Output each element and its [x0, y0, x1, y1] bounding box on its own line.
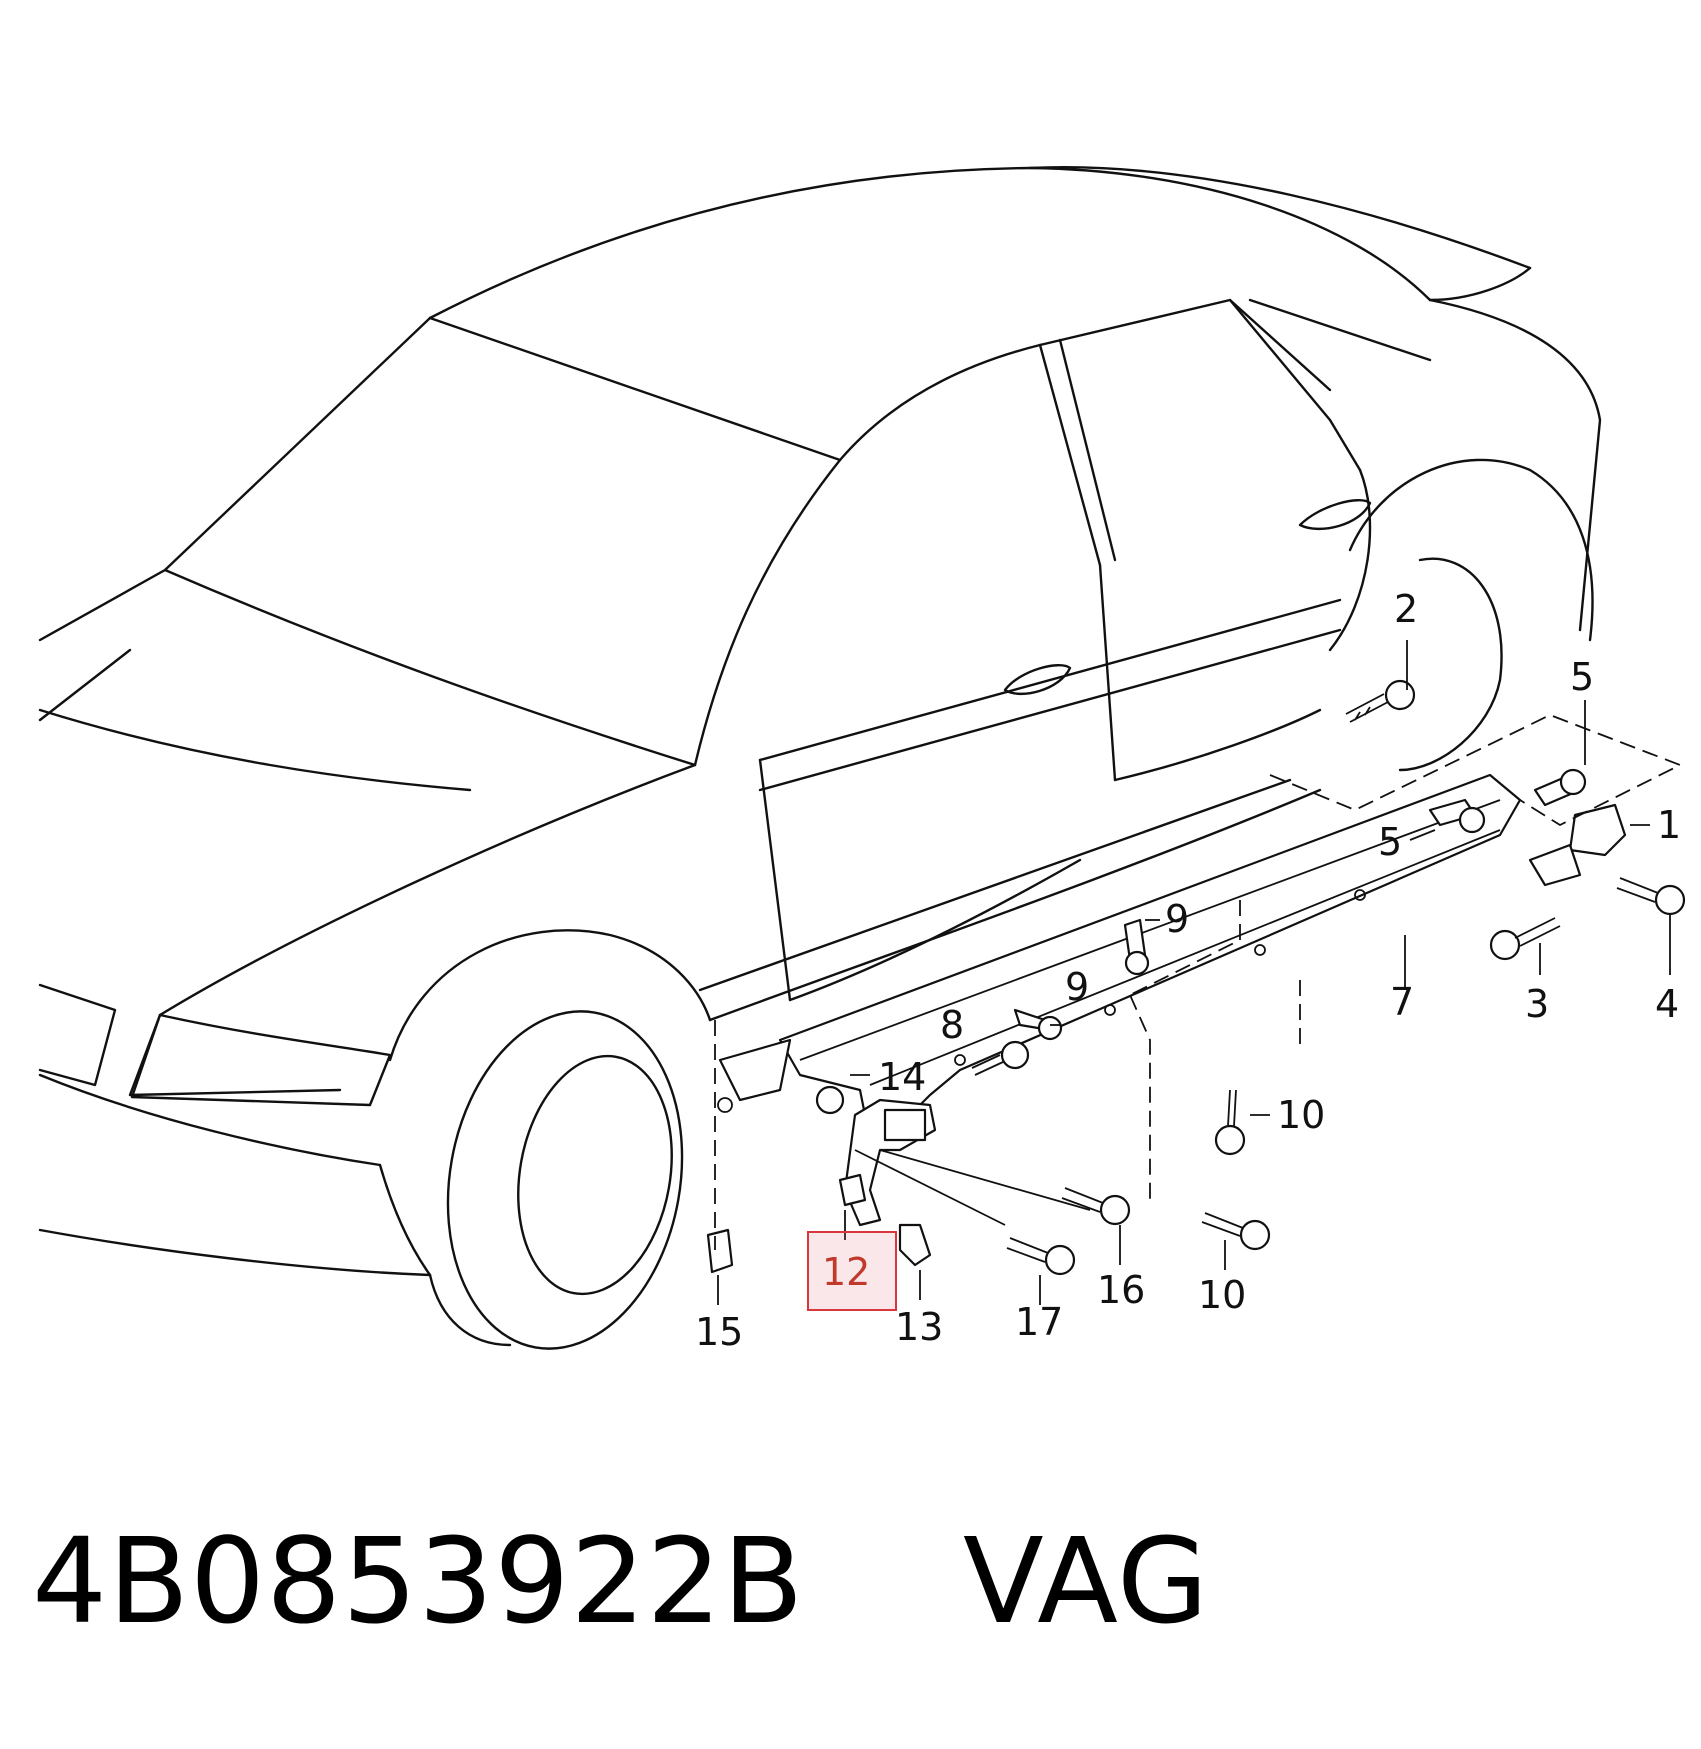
clip-part-9-lower	[1013, 1008, 1063, 1041]
callout-4: 4	[1655, 982, 1679, 1026]
callout-1: 1	[1657, 803, 1681, 847]
front-end-cap	[717, 1038, 792, 1113]
callout-labels: 1 2 3 4 5 5 7 8 9 9 10 10 12 13 14 15 16…	[695, 587, 1681, 1354]
rear-end-cap-part-1	[1528, 803, 1627, 887]
side-skirt-trim	[778, 773, 1522, 1122]
clip-part-14	[815, 1085, 845, 1115]
screw-part-4	[1616, 877, 1686, 916]
callout-9-upper: 9	[1165, 897, 1189, 941]
callout-2: 2	[1394, 587, 1418, 631]
car-body-outline	[38, 166, 1602, 1350]
callout-16: 16	[1097, 1268, 1145, 1312]
callout-8: 8	[940, 1003, 964, 1047]
highlight-box-part-12	[807, 1231, 897, 1311]
clip-part-8	[971, 1040, 1030, 1076]
callout-10-upper: 10	[1277, 1093, 1325, 1137]
callout-12: 12	[822, 1250, 870, 1294]
part-number: 4B0853922B	[32, 1512, 805, 1650]
screw-part-16	[1061, 1187, 1131, 1226]
callout-5-lower: 5	[1378, 820, 1402, 864]
callout-15: 15	[695, 1310, 743, 1354]
screw-part-2	[1345, 679, 1416, 723]
callout-14: 14	[878, 1055, 926, 1099]
screw-part-17	[1006, 1237, 1076, 1276]
leader-lines	[717, 640, 1671, 1305]
brand-name: VAG	[963, 1512, 1210, 1650]
screw-part-3	[1489, 917, 1561, 961]
callout-3: 3	[1525, 982, 1549, 1026]
clip-part-15	[706, 1228, 734, 1274]
clip-part-5-lower	[1428, 798, 1486, 834]
assembly-guide-lines	[714, 714, 1683, 1250]
clip-part-13	[898, 1223, 932, 1267]
callout-13: 13	[895, 1305, 943, 1349]
callout-10-lower: 10	[1198, 1273, 1246, 1317]
callout-17: 17	[1015, 1300, 1063, 1344]
callout-9-lower: 9	[1065, 965, 1089, 1009]
bracket-part-12	[838, 1098, 937, 1227]
clip-part-5-upper	[1533, 768, 1587, 807]
callout-5-upper: 5	[1570, 655, 1594, 699]
part-number-footer: 4B0853922B VAG	[32, 1512, 1209, 1662]
screw-part-10-lower	[1201, 1212, 1271, 1251]
clip-part-9-upper	[1123, 918, 1150, 976]
callout-7: 7	[1390, 980, 1414, 1024]
screw-part-10-upper	[1214, 1089, 1246, 1156]
